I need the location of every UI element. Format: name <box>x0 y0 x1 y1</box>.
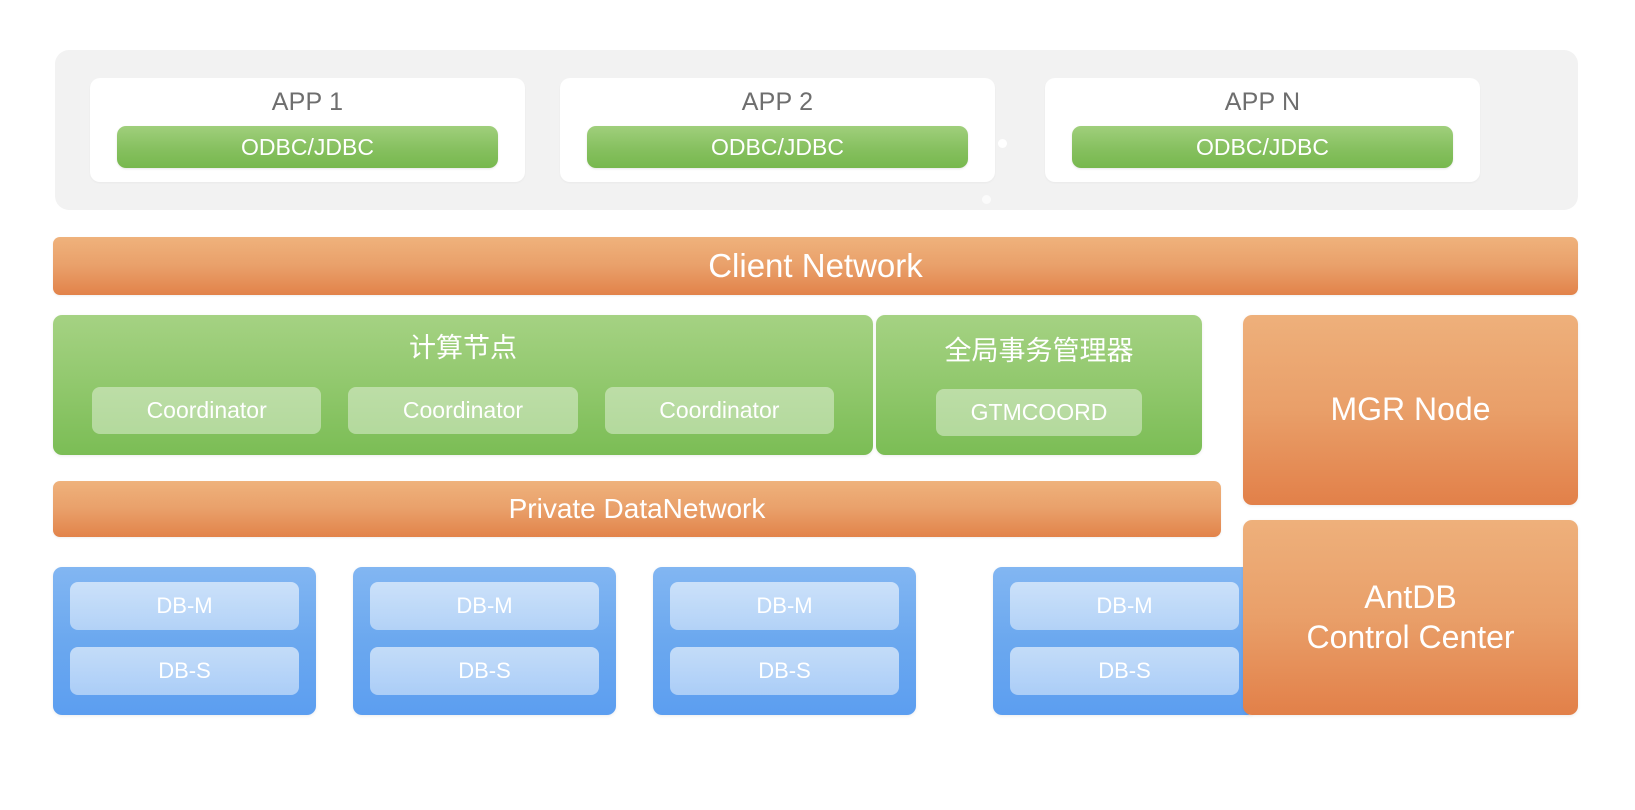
compute-node-panel: 计算节点 Coordinator Coordinator Coordinator <box>53 315 873 455</box>
coordinator-node-3[interactable]: Coordinator <box>604 387 834 434</box>
app-card-2[interactable]: APP 2 ODBC/JDBC <box>560 78 995 182</box>
application-layer-band: APP 1 ODBC/JDBC APP 2 ODBC/JDBC APP N OD… <box>55 50 1578 210</box>
app-card-1[interactable]: APP 1 ODBC/JDBC <box>90 78 525 182</box>
coordinator-node-1[interactable]: Coordinator <box>92 387 322 434</box>
db-master-3[interactable]: DB-M <box>670 582 899 630</box>
app-ellipsis-dot-lower-icon <box>982 195 991 204</box>
app-card-n[interactable]: APP N ODBC/JDBC <box>1045 78 1480 182</box>
app-title-2: APP 2 <box>741 88 814 116</box>
db-slave-2[interactable]: DB-S <box>370 647 599 695</box>
antdb-control-center-panel[interactable]: AntDB Control Center <box>1243 520 1578 715</box>
app-ellipsis-dots-icon <box>958 139 1008 149</box>
db-node-group-2: DB-M DB-S <box>353 567 616 715</box>
private-data-network-bar: Private DataNetwork <box>53 481 1221 537</box>
antdb-control-center-label: AntDB Control Center <box>1306 578 1514 656</box>
db-slave-3[interactable]: DB-S <box>670 647 899 695</box>
coordinator-node-2[interactable]: Coordinator <box>348 387 578 434</box>
db-slave-1[interactable]: DB-S <box>70 647 299 695</box>
db-slave-4[interactable]: DB-S <box>1010 647 1239 695</box>
gtm-title: 全局事务管理器 <box>944 336 1134 366</box>
db-master-1[interactable]: DB-M <box>70 582 299 630</box>
db-master-4[interactable]: DB-M <box>1010 582 1239 630</box>
antdb-control-center-line2: Control Center <box>1306 618 1515 655</box>
mgr-node-label: MGR Node <box>1330 391 1491 428</box>
compute-node-title: 计算节点 <box>409 333 517 363</box>
app-title-n: APP N <box>1224 88 1301 116</box>
mgr-node-panel[interactable]: MGR Node <box>1243 315 1578 505</box>
odbc-jdbc-pill-2[interactable]: ODBC/JDBC <box>587 126 968 168</box>
odbc-jdbc-pill-1[interactable]: ODBC/JDBC <box>117 126 498 168</box>
odbc-jdbc-pill-n[interactable]: ODBC/JDBC <box>1072 126 1453 168</box>
antdb-control-center-line1: AntDB <box>1364 579 1457 616</box>
client-network-bar: Client Network <box>53 237 1578 295</box>
db-node-group-3: DB-M DB-S <box>653 567 916 715</box>
private-data-network-label: Private DataNetwork <box>508 493 766 524</box>
gtmcoord-node[interactable]: GTMCOORD <box>936 389 1142 436</box>
db-master-2[interactable]: DB-M <box>370 582 599 630</box>
db-node-group-1: DB-M DB-S <box>53 567 316 715</box>
app-title-1: APP 1 <box>271 88 344 116</box>
coordinator-row: Coordinator Coordinator Coordinator <box>92 387 834 434</box>
client-network-label: Client Network <box>708 247 923 284</box>
global-transaction-manager-panel: 全局事务管理器 GTMCOORD <box>876 315 1202 455</box>
db-node-group-4: DB-M DB-S <box>993 567 1256 715</box>
